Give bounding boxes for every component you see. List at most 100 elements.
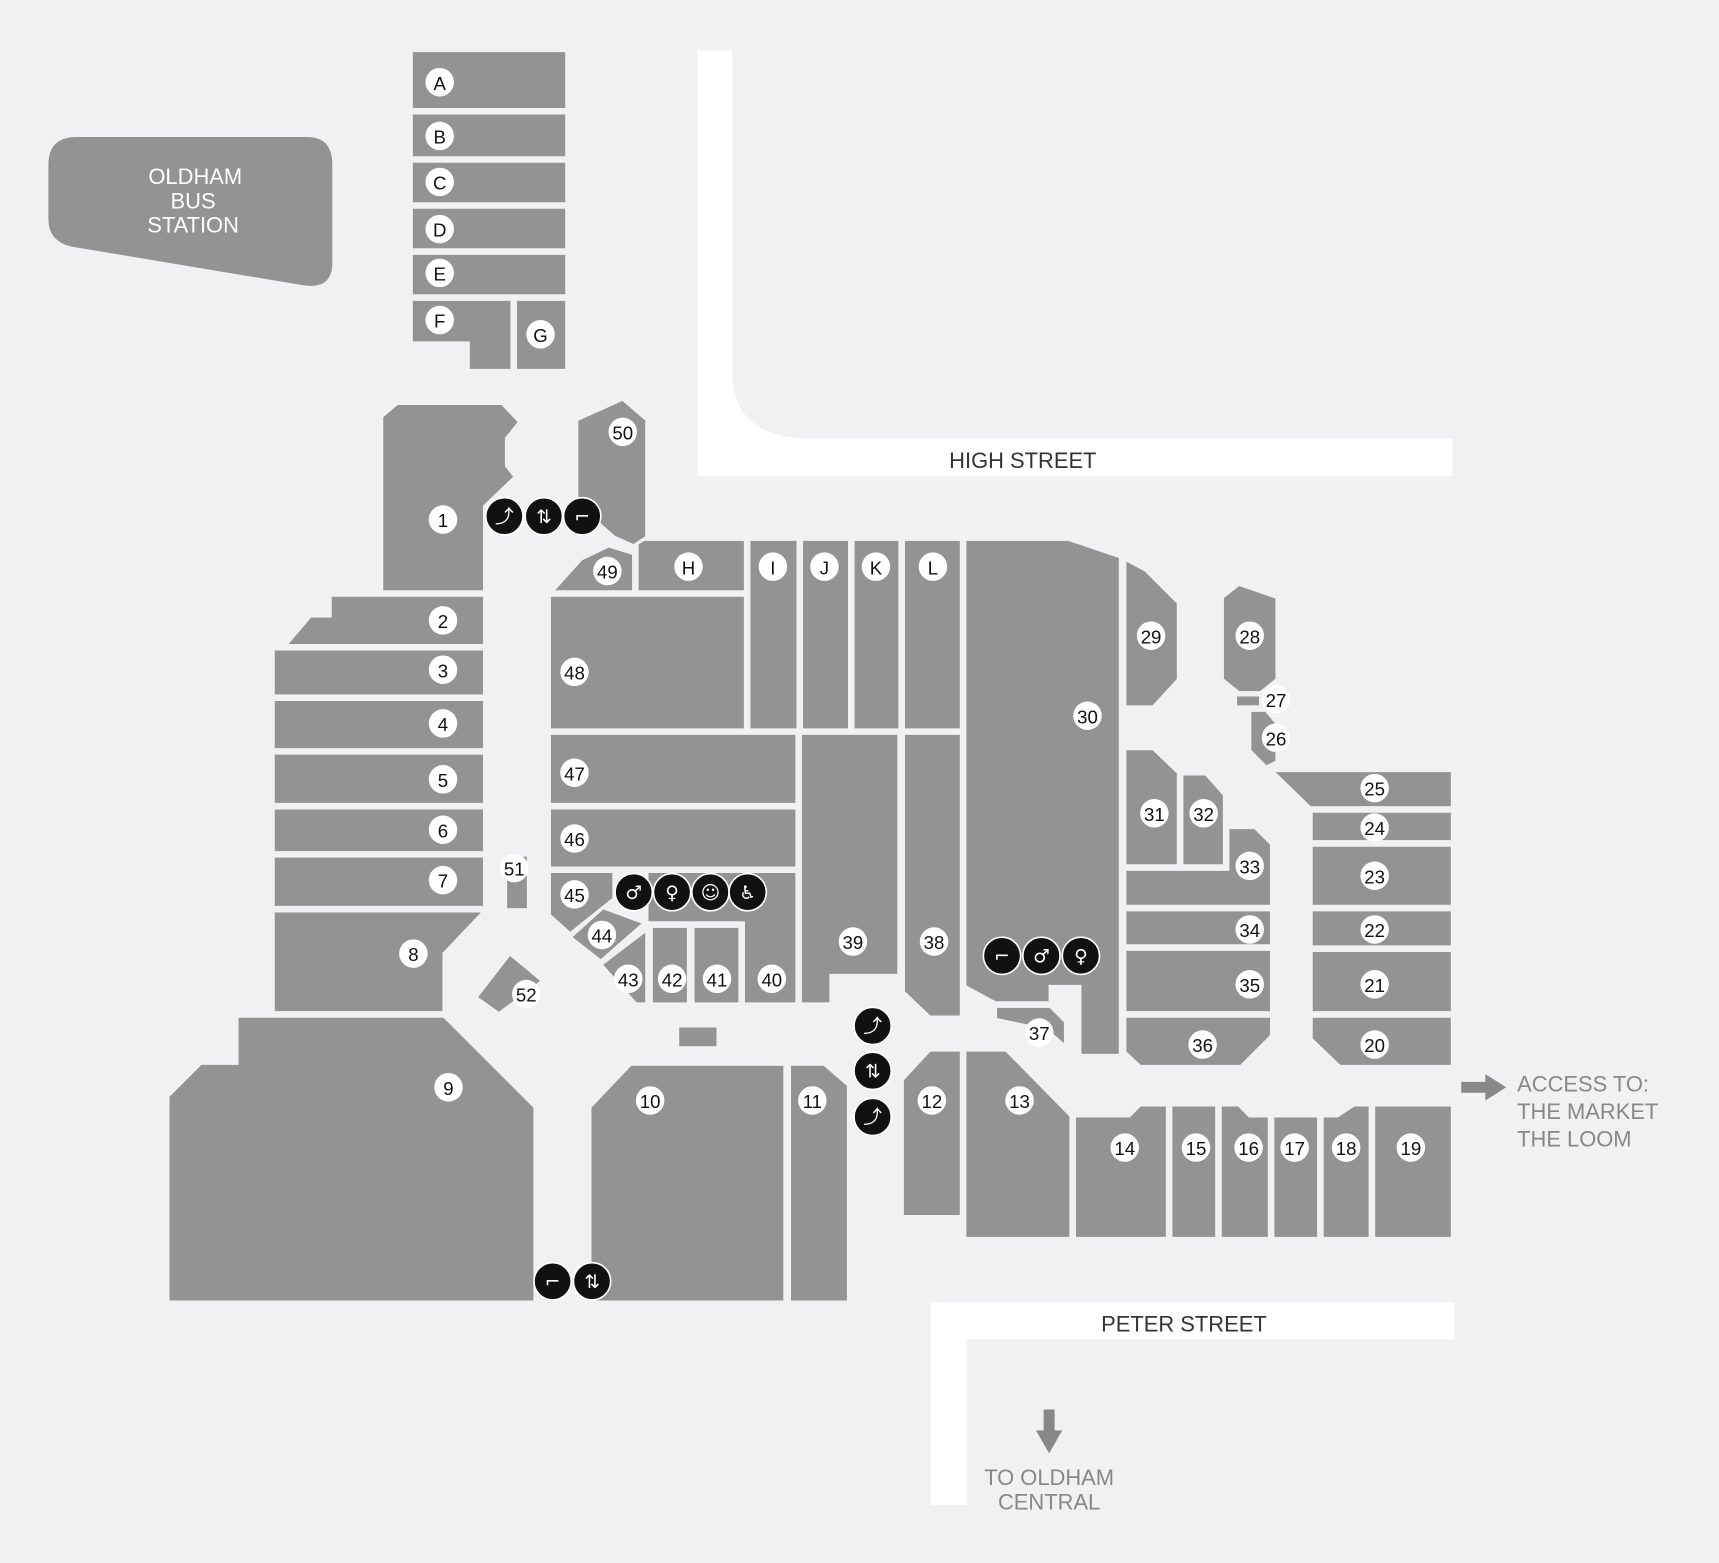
unit-13[interactable] bbox=[963, 1048, 1073, 1241]
unit-label: 1 bbox=[438, 510, 448, 531]
unit-label-badge bbox=[657, 964, 687, 994]
unit-j[interactable] bbox=[799, 537, 852, 732]
unit-label-badge bbox=[1280, 1133, 1309, 1162]
unit-label-badge bbox=[1140, 799, 1169, 828]
unit-i[interactable] bbox=[747, 537, 800, 732]
unit-label-badge bbox=[434, 1073, 463, 1102]
female-toilet-icon: ♀ bbox=[652, 872, 692, 912]
svg-text:⇅: ⇅ bbox=[536, 507, 552, 528]
unit-34[interactable] bbox=[1123, 908, 1274, 948]
unit-f[interactable] bbox=[409, 297, 514, 373]
svg-text:⌐: ⌐ bbox=[994, 946, 1010, 967]
unit-label-badge bbox=[587, 920, 617, 950]
unit-label: 38 bbox=[924, 932, 945, 953]
unit-15[interactable] bbox=[1169, 1103, 1219, 1241]
unit-38[interactable] bbox=[901, 731, 964, 1019]
unit-label: 49 bbox=[597, 562, 618, 583]
unit-label: 7 bbox=[438, 871, 448, 892]
unit-10[interactable] bbox=[588, 1062, 787, 1304]
svg-text:⌐: ⌐ bbox=[545, 1272, 561, 1293]
unit-label: 35 bbox=[1239, 975, 1260, 996]
svg-text:⤴: ⤴ bbox=[863, 1107, 882, 1128]
unit-label: 24 bbox=[1364, 818, 1385, 839]
unit-label: 47 bbox=[564, 763, 585, 784]
unit-label-badge bbox=[428, 709, 458, 738]
unit-label: 39 bbox=[843, 932, 864, 953]
unit-48[interactable] bbox=[547, 593, 748, 732]
unit-label-badge bbox=[1360, 915, 1389, 944]
bus-station-label-3: STATION bbox=[147, 212, 239, 237]
unit-16[interactable] bbox=[1218, 1103, 1272, 1241]
access-label-3: THE LOOM bbox=[1517, 1126, 1631, 1151]
lift-icon: ⇅ bbox=[853, 1051, 893, 1091]
unit-label-badge bbox=[425, 258, 454, 288]
unit-1[interactable] bbox=[379, 401, 522, 594]
unit-l[interactable] bbox=[901, 537, 964, 732]
unit-3[interactable] bbox=[271, 647, 487, 698]
unit-label: 46 bbox=[564, 829, 585, 850]
unit-18[interactable] bbox=[1320, 1103, 1372, 1241]
accessible-toilet-icon: ♿ bbox=[728, 872, 768, 912]
central-label-1: TO OLDHAM bbox=[984, 1465, 1114, 1490]
unit-label-badge bbox=[1005, 1086, 1034, 1115]
peter-street-label: PETER STREET bbox=[1101, 1312, 1267, 1337]
unit-33[interactable] bbox=[1123, 825, 1274, 909]
unit-label: 19 bbox=[1400, 1138, 1421, 1159]
unit-2[interactable] bbox=[281, 593, 487, 648]
unit-label-badge bbox=[1235, 621, 1264, 650]
unit-label-badge bbox=[425, 167, 454, 197]
unit-label: J bbox=[820, 557, 829, 578]
unit-11[interactable] bbox=[787, 1062, 851, 1304]
unit-39[interactable] bbox=[798, 731, 901, 1006]
unit-9[interactable] bbox=[166, 1014, 537, 1304]
unit-b[interactable] bbox=[409, 111, 569, 160]
unit-label-badge bbox=[758, 552, 788, 581]
bus-station[interactable] bbox=[48, 137, 333, 286]
unit-label-badge bbox=[560, 880, 589, 909]
unit-label-badge bbox=[838, 927, 868, 956]
unit-label: 25 bbox=[1364, 779, 1385, 800]
female-toilet-icon: ♀ bbox=[1061, 936, 1101, 976]
unit-27[interactable] bbox=[1233, 693, 1263, 709]
svg-text:♂: ♂ bbox=[625, 883, 642, 904]
unit-7[interactable] bbox=[271, 854, 487, 910]
unit-label-badge bbox=[1261, 723, 1291, 752]
unit-a[interactable] bbox=[409, 48, 569, 112]
unit-label: 12 bbox=[921, 1091, 942, 1112]
unit-35[interactable] bbox=[1123, 947, 1274, 1015]
unit-label-badge bbox=[613, 964, 643, 994]
unit-label-badge bbox=[1181, 1133, 1211, 1162]
unit-label-badge bbox=[1360, 773, 1389, 803]
unit-label-badge bbox=[1360, 813, 1389, 842]
unit-30[interactable] bbox=[963, 537, 1123, 1058]
unit-label-badge bbox=[674, 552, 703, 581]
kiosk bbox=[675, 1024, 720, 1050]
unit-4[interactable] bbox=[271, 697, 487, 752]
unit-6[interactable] bbox=[271, 806, 487, 855]
unit-label-badge bbox=[1235, 970, 1264, 999]
unit-label: 8 bbox=[408, 944, 418, 965]
stairs-icon: ⌐ bbox=[982, 936, 1022, 976]
unit-c[interactable] bbox=[409, 159, 569, 206]
unit-k[interactable] bbox=[851, 537, 902, 732]
unit-12[interactable] bbox=[900, 1048, 964, 1219]
svg-text:♂: ♂ bbox=[1033, 946, 1050, 967]
unit-label: 42 bbox=[662, 969, 683, 990]
unit-19[interactable] bbox=[1371, 1103, 1455, 1241]
svg-text:⇅: ⇅ bbox=[865, 1061, 881, 1082]
unit-label-badge bbox=[1261, 685, 1291, 714]
unit-8[interactable] bbox=[271, 909, 489, 1015]
svg-text:⌐: ⌐ bbox=[574, 507, 590, 528]
unit-label-badge bbox=[1360, 1030, 1389, 1059]
unit-label-badge bbox=[428, 505, 458, 534]
unit-label: 34 bbox=[1239, 920, 1260, 941]
unit-5[interactable] bbox=[271, 751, 487, 807]
unit-label: 27 bbox=[1266, 690, 1287, 711]
unit-47[interactable] bbox=[547, 731, 799, 807]
unit-label-badge bbox=[425, 121, 454, 151]
unit-52[interactable] bbox=[473, 951, 546, 1016]
unit-d[interactable] bbox=[409, 205, 569, 252]
unit-14[interactable] bbox=[1072, 1103, 1170, 1241]
unit-46[interactable] bbox=[547, 806, 799, 870]
unit-label-badge bbox=[757, 964, 787, 994]
